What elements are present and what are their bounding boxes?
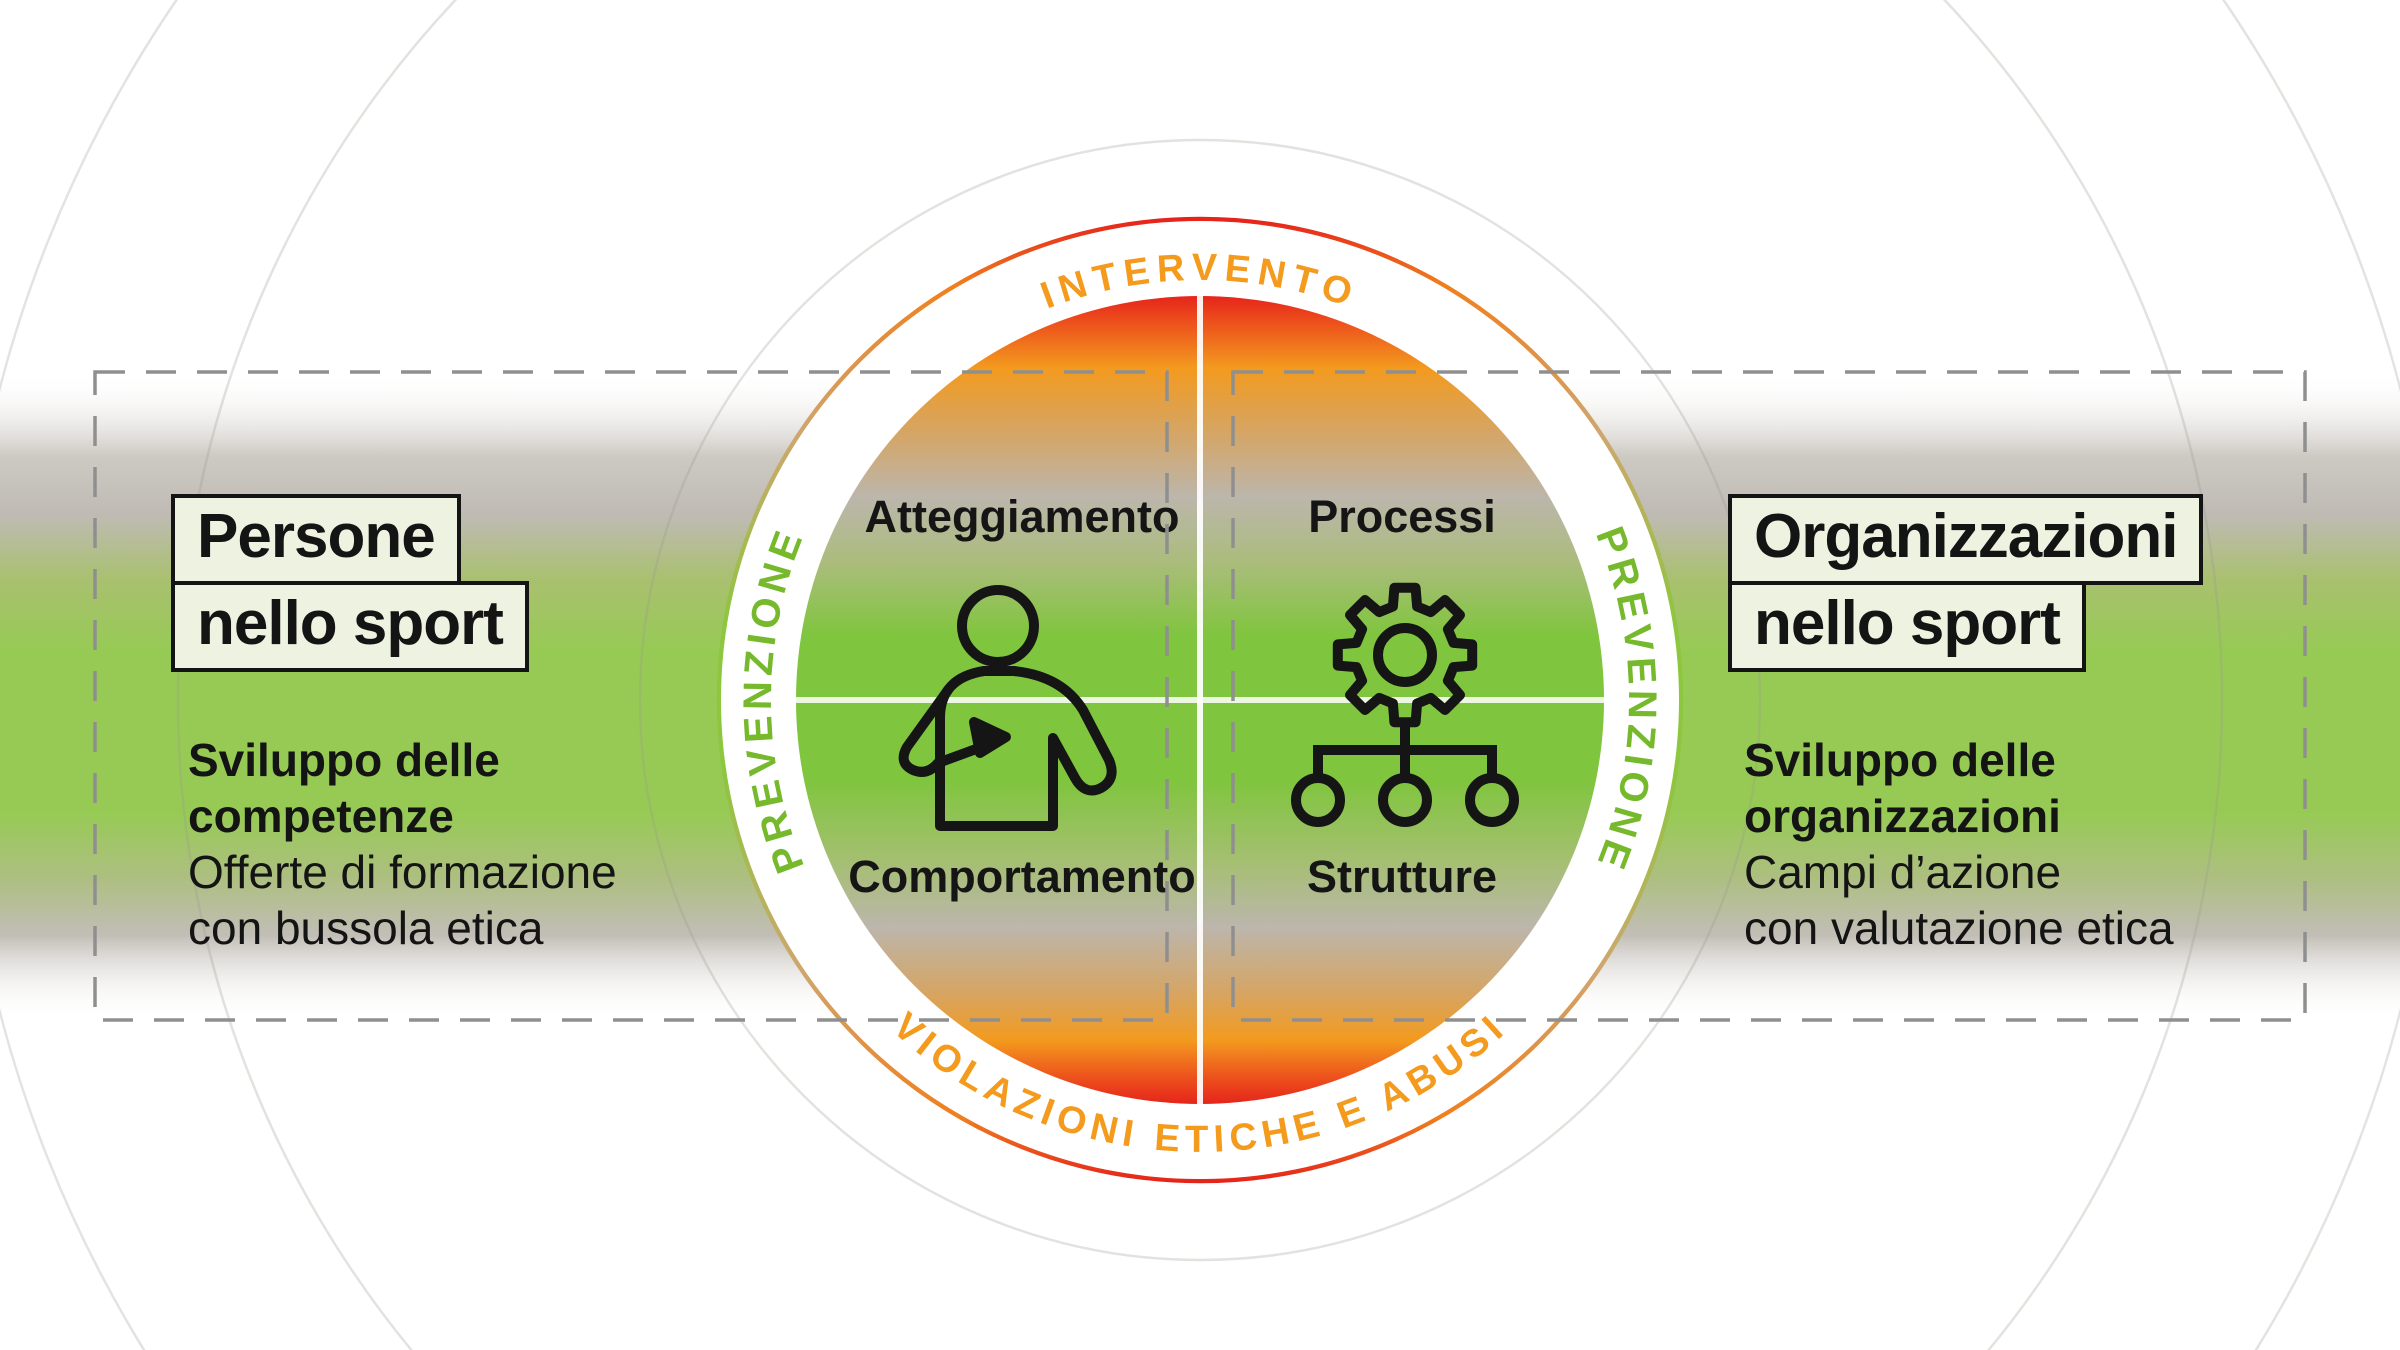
left-panel-title: Persone nello sport [171,494,529,673]
quadrant-label-comportamento: Comportamento [848,851,1196,902]
dashed-zone-right [1231,370,2307,1022]
gear-icon-path [1332,582,1478,728]
background-circle [177,0,2223,1350]
crosshair-horizontal-line [796,697,1604,703]
left-body-line: Offerte di formazione [188,846,617,898]
right-body-line: organizzazioni [1744,790,2061,842]
left-title-line2-box: nello sport [171,581,529,673]
left-panel-body: Sviluppo delle competenze Offerte di for… [188,732,617,956]
ring-outer-edge [716,216,1684,1184]
background-circle [638,138,1762,1262]
org-chart-lines [1313,718,1497,783]
person-hand-on-heart-icon [898,585,1117,831]
quadrant-label-atteggiamento: Atteggiamento [865,491,1180,542]
quadrant-label-processi: Processi [1308,491,1496,542]
right-body-line: con valutazione etica [1744,902,2174,954]
right-title-line1-box: Organizzazioni [1728,494,2204,586]
gear-structure-icon [1291,582,1519,827]
org-chart-node [1291,773,1345,827]
left-body-line: con bussola etica [188,902,544,954]
org-chart-node [1465,773,1519,827]
person-hand [969,717,1011,758]
person-head [957,585,1039,667]
left-body-line: competenze [188,790,454,842]
right-panel-body: Sviluppo delle organizzazioni Campi d’az… [1744,732,2174,956]
right-body-line: Sviluppo delle [1744,734,2056,786]
person-arm [898,685,1003,777]
right-panel-title: Organizzazioni nello sport [1728,494,2204,673]
left-body-line: Sviluppo delle [188,734,500,786]
dashed-zone-left [93,370,1169,1022]
quadrant-label-strutture: Strutture [1307,851,1497,902]
org-chart-node [1378,773,1432,827]
right-body-line: Campi d’azione [1744,846,2062,898]
right-title-line2-box: nello sport [1728,581,2086,673]
person-body [935,666,1117,831]
left-title-line1-box: Persone [171,494,461,586]
gear-hole [1373,623,1437,687]
